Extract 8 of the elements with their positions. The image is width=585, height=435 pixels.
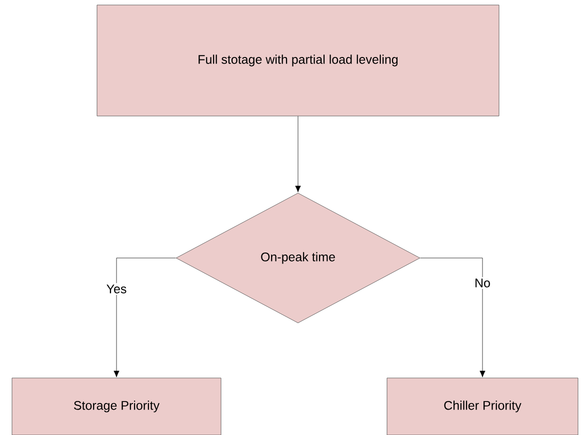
arrow [420, 258, 486, 378]
process-box: Full stotage with partial load leveling [96, 4, 500, 116]
process-box: Storage Priority [12, 378, 222, 435]
edge-label: Yes [104, 283, 128, 295]
process-box: Chiller Priority [386, 378, 578, 435]
arrow [114, 258, 176, 378]
arrow [295, 116, 301, 192]
edge-label: No [473, 277, 492, 289]
